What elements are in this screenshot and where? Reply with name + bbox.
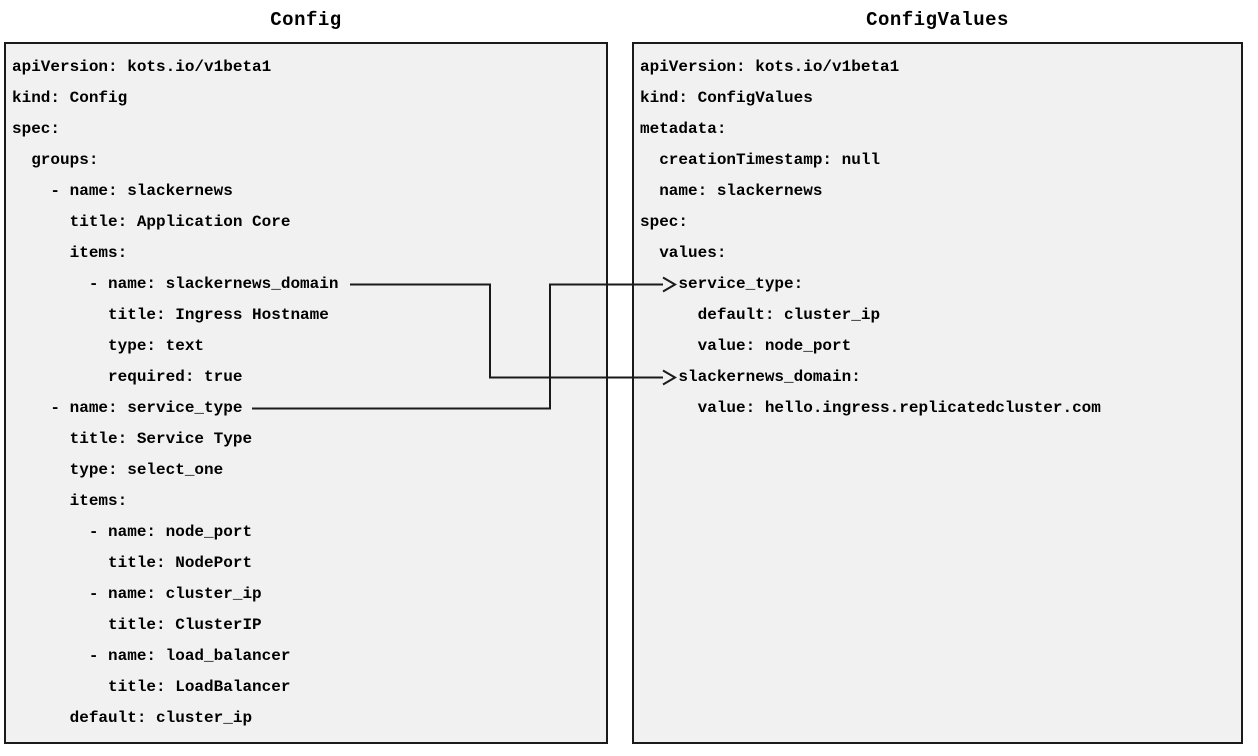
configvalues-panel: apiVersion: kots.io/v1beta1 kind: Config…	[632, 42, 1243, 744]
config-panel: apiVersion: kots.io/v1beta1 kind: Config…	[4, 42, 608, 744]
config-yaml-code: apiVersion: kots.io/v1beta1 kind: Config…	[12, 58, 339, 727]
configvalues-yaml-code: apiVersion: kots.io/v1beta1 kind: Config…	[640, 58, 1101, 417]
configvalues-panel-title: ConfigValues	[866, 9, 1009, 31]
config-panel-title: Config	[270, 9, 342, 31]
